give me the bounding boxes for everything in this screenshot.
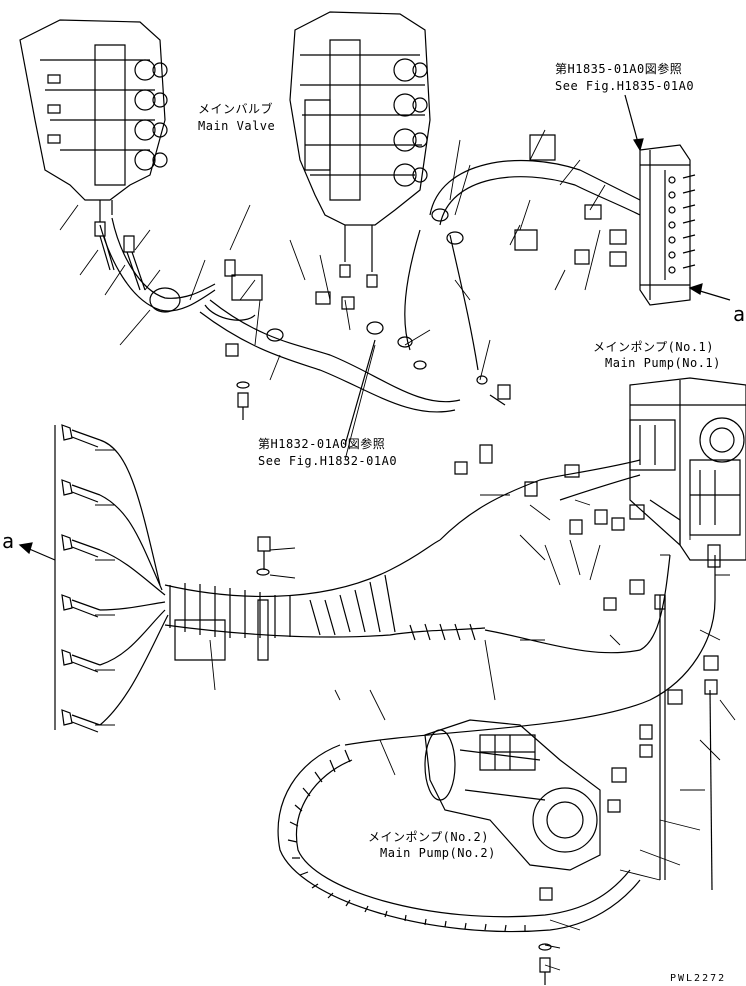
ref-h1835-en: See Fig.H1835-01A0 [555, 79, 695, 93]
main-valve-label-en: Main Valve [198, 119, 276, 133]
main-pump-no2 [425, 720, 600, 870]
right-side-pipes [345, 460, 715, 890]
ref-arrow-h1835 [625, 95, 643, 150]
arrow-a-right-label: a [733, 302, 746, 326]
main-pump-no1 [630, 378, 746, 560]
main-valve [290, 12, 430, 272]
main-pump1-label-jp: メインポンプ(No.1) [593, 340, 714, 354]
arrow-a-left [20, 543, 55, 560]
scattered-fittings [95, 205, 720, 985]
main-pump2-label-jp: メインポンプ(No.2) [368, 830, 489, 844]
main-pump1-label-en: Main Pump(No.1) [605, 356, 721, 370]
ref-h1835-jp: 第H1835-01A0図参照 [555, 62, 683, 76]
top-pipes [100, 160, 640, 411]
ref-h1832-jp: 第H1832-01A0図参照 [258, 437, 386, 451]
tag-boxes [175, 135, 555, 660]
ref-arrow-h1832 [345, 340, 375, 445]
leader-lines [60, 130, 735, 970]
left-fitting-row [55, 425, 100, 732]
drawing-code: PWL2272 [670, 973, 727, 984]
main-pump2-label-en: Main Pump(No.2) [380, 846, 496, 860]
arrow-a-left-label: a [2, 529, 15, 553]
left-control-valve [20, 20, 167, 222]
manifold-block [640, 145, 695, 305]
main-valve-label-jp: メインバルブ [198, 102, 274, 116]
hose-lines-left [100, 440, 168, 725]
ref-h1832-en: See Fig.H1832-01A0 [258, 454, 398, 468]
hose-bundle [165, 540, 640, 932]
arrow-a-right [690, 284, 730, 300]
clamps [150, 209, 463, 369]
